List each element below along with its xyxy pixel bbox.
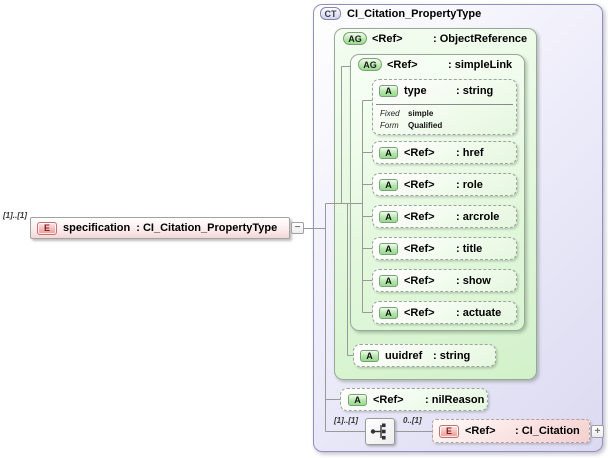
source-element-cardinality: [1]..[1] [3, 211, 27, 220]
group-name: <Ref> [387, 58, 418, 71]
group-type: : ObjectReference [433, 32, 528, 45]
attribute-type: : string [456, 85, 494, 97]
attribute-group-badge: AG [343, 32, 367, 45]
attribute-name: <Ref> [404, 210, 435, 223]
attribute-name: <Ref> [404, 306, 435, 319]
attribute-type-box[interactable]: A type : string Fixed simple Form Qualifie… [372, 79, 517, 135]
attribute-type: : string [433, 349, 471, 362]
attribute-uuidref-box[interactable]: A uuidref : string [353, 344, 496, 367]
facet-row: Fixed simple [380, 107, 442, 119]
attribute-name: uuidref [385, 349, 423, 362]
attribute-badge: A [360, 349, 379, 362]
facet-list: Fixed simple Form Qualified [380, 107, 442, 131]
attribute-badge: A [379, 274, 398, 287]
collapse-icon[interactable]: − [291, 222, 304, 234]
attribute-type: : href [456, 146, 484, 159]
facet-row: Form Qualified [380, 119, 442, 131]
complex-type-title: CI_Citation_PropertyType [347, 7, 482, 20]
object-reference-header: AG <Ref> : ObjectReference [343, 32, 527, 45]
sequence-icon [370, 423, 386, 440]
attribute-type: : role [456, 178, 483, 191]
attribute-name: <Ref> [404, 242, 435, 255]
facet-label: Fixed [380, 109, 400, 118]
attribute-name: <Ref> [404, 178, 435, 191]
attribute-type: : title [456, 242, 483, 255]
element-type: : CI_Citation [515, 425, 580, 437]
attribute-badge: A [379, 85, 398, 97]
facet-label: Form [380, 121, 399, 130]
expand-icon[interactable]: + [591, 425, 604, 438]
facet-value: Qualified [408, 121, 443, 130]
attribute-show-box[interactable]: A <Ref> : show [372, 269, 517, 292]
element-badge: E [37, 221, 57, 235]
attribute-type: : arcrole [456, 210, 500, 223]
attribute-badge: A [379, 306, 398, 319]
complex-type-badge: CT [320, 7, 341, 20]
group-type: : simpleLink [448, 58, 513, 71]
sequence-compositor[interactable] [365, 418, 395, 445]
element-badge: E [439, 424, 459, 438]
attribute-actuate-box[interactable]: A <Ref> : actuate [372, 301, 517, 324]
attribute-name: <Ref> [404, 274, 435, 287]
group-name: <Ref> [372, 32, 403, 45]
facet-divider [376, 104, 513, 105]
element-name: <Ref> [465, 425, 496, 437]
attribute-title-box[interactable]: A <Ref> : title [372, 237, 517, 260]
attribute-nilreason-box[interactable]: A <Ref> : nilReason [340, 388, 488, 411]
attribute-href-box[interactable]: A <Ref> : href [372, 141, 517, 164]
attribute-badge: A [379, 178, 398, 191]
sequence-cardinality: [1]..[1] [334, 416, 358, 425]
element-name: specification [63, 222, 131, 234]
attribute-type: : nilReason [425, 393, 485, 406]
attribute-role-box[interactable]: A <Ref> : role [372, 173, 517, 196]
element-type: : CI_Citation_PropertyType [136, 222, 278, 234]
complex-type-header: CT CI_Citation_PropertyType [320, 7, 481, 20]
attribute-name: <Ref> [373, 393, 404, 406]
attribute-badge: A [379, 146, 398, 159]
attribute-badge: A [379, 242, 398, 255]
attribute-badge: A [348, 393, 367, 406]
attribute-name: type [404, 85, 427, 97]
attribute-type: : actuate [456, 306, 502, 319]
simple-link-header: AG <Ref> : simpleLink [358, 58, 512, 71]
attribute-group-badge: AG [358, 58, 382, 71]
facet-value: simple [408, 109, 434, 118]
attribute-arcrole-box[interactable]: A <Ref> : arcrole [372, 205, 517, 228]
attribute-name: <Ref> [404, 146, 435, 159]
child-element-cardinality: 0..[1] [403, 416, 422, 425]
ci-citation-element-box[interactable]: E <Ref> : CI_Citation [432, 419, 590, 443]
attribute-type: : show [456, 274, 491, 287]
specification-element-box[interactable]: E specification : CI_Citation_PropertyTy… [30, 217, 290, 239]
attribute-badge: A [379, 210, 398, 223]
